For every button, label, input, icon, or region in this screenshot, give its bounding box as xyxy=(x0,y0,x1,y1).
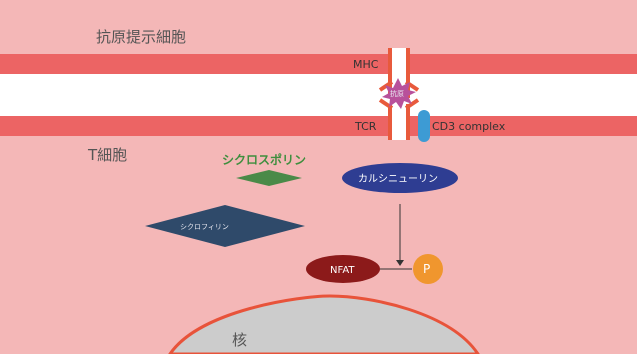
cd3-complex-label: CD3 complex xyxy=(432,120,506,133)
nfat-shape xyxy=(306,255,380,283)
nucleus-label: 核 xyxy=(232,331,247,349)
synapse-gap xyxy=(0,74,637,116)
calcineurin-label: カルシニューリン xyxy=(358,173,438,185)
nfat-label: NFAT xyxy=(330,265,355,276)
tcr-label: TCR xyxy=(354,120,377,133)
tcell-membrane xyxy=(0,116,637,136)
cyclosporin-shape xyxy=(236,170,302,186)
cyclophilin-label: シクロフィリン xyxy=(180,223,229,231)
antigen: 抗原 xyxy=(382,78,416,109)
cyclophilin-shape xyxy=(145,205,305,247)
mhc-label: MHC xyxy=(353,58,379,71)
phosphate-shape xyxy=(413,254,443,284)
phosphate-label: P xyxy=(423,262,430,276)
antigen-label: 抗原 xyxy=(390,89,404,98)
activation-arrowhead xyxy=(396,260,404,266)
calcineurin-shape xyxy=(342,163,458,193)
tcell-label: T細胞 xyxy=(87,146,127,164)
mhc-receptor xyxy=(378,48,420,98)
apc-label: 抗原提示細胞 xyxy=(96,28,186,46)
cd3-complex-shape xyxy=(418,110,430,142)
apc-membrane xyxy=(0,54,637,74)
cyclosporin-label: シクロスポリン xyxy=(222,152,306,167)
nucleus-shape xyxy=(168,294,480,354)
